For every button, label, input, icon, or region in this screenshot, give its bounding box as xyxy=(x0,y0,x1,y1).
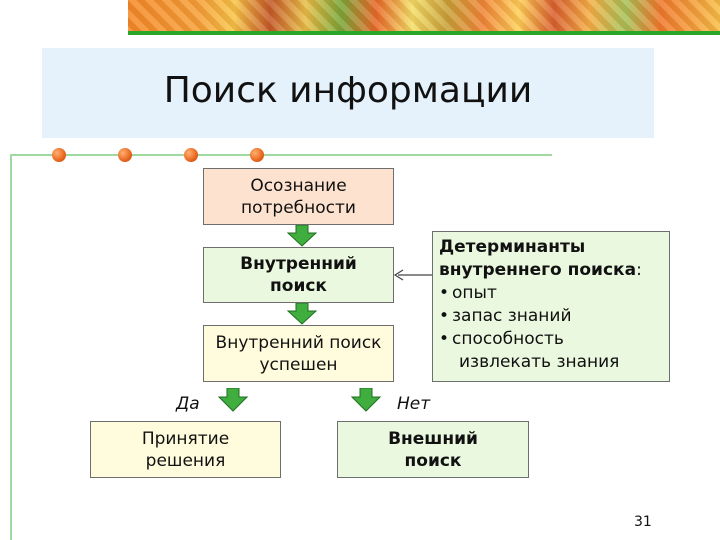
page-number: 31 xyxy=(634,514,652,530)
arrow-down-icon xyxy=(218,388,248,412)
determinant-item-text: опыт xyxy=(452,283,497,303)
arrow-down-icon xyxy=(287,303,317,325)
branch-label-yes: Да xyxy=(176,394,200,414)
decorative-vertical-line xyxy=(10,154,12,540)
node-internal-success-line2: успешен xyxy=(259,354,338,375)
arrow-down-icon xyxy=(351,388,381,412)
decorative-banner xyxy=(128,0,720,34)
node-decision-line2: решения xyxy=(145,450,226,471)
determinant-item: •запас знаний xyxy=(439,306,572,326)
node-external-search: Внешний поиск xyxy=(337,421,529,478)
node-internal-search-line2: поиск xyxy=(270,276,327,296)
node-external-search-line2: поиск xyxy=(404,450,462,471)
node-internal-search: Внутренний поиск xyxy=(203,247,394,303)
decorative-dot-4 xyxy=(250,148,264,162)
node-awareness: Осознание потребности xyxy=(203,168,394,225)
node-decision: Принятие решения xyxy=(90,421,281,478)
determinants-box: Детерминанты внутреннего поиска: •опыт •… xyxy=(432,231,670,382)
node-awareness-line2: потребности xyxy=(241,197,356,218)
determinants-colon: : xyxy=(636,260,642,280)
branch-label-no: Нет xyxy=(397,394,431,414)
title-background xyxy=(42,48,654,138)
banner-green-bar xyxy=(128,31,720,35)
node-decision-line1: Принятие xyxy=(141,428,230,449)
decorative-dot-2 xyxy=(118,148,132,162)
node-internal-success-line1: Внутренний поиск xyxy=(215,332,382,353)
slide-title: Поиск информации xyxy=(163,70,533,111)
decorative-dot-1 xyxy=(52,148,66,162)
decorative-horizontal-line xyxy=(10,154,552,156)
determinant-item-text: способность xyxy=(452,329,564,349)
node-awareness-line1: Осознание xyxy=(250,175,347,196)
arrow-down-icon xyxy=(287,225,317,247)
determinant-item: •способность xyxy=(439,329,564,349)
node-external-search-line1: Внешний xyxy=(388,428,478,449)
arrow-left-icon xyxy=(393,269,432,281)
determinant-item-continuation: извлекать знания xyxy=(459,352,620,372)
determinant-item: •опыт xyxy=(439,283,497,303)
determinant-item-text: запас знаний xyxy=(452,306,572,326)
node-internal-success: Внутренний поиск успешен xyxy=(203,325,394,382)
determinants-heading-2: внутреннего поиска xyxy=(439,260,637,280)
decorative-dot-3 xyxy=(184,148,198,162)
node-internal-search-line1: Внутренний xyxy=(240,254,357,274)
decorative-banner-texture xyxy=(128,0,720,34)
determinants-heading-1: Детерминанты xyxy=(439,237,586,257)
